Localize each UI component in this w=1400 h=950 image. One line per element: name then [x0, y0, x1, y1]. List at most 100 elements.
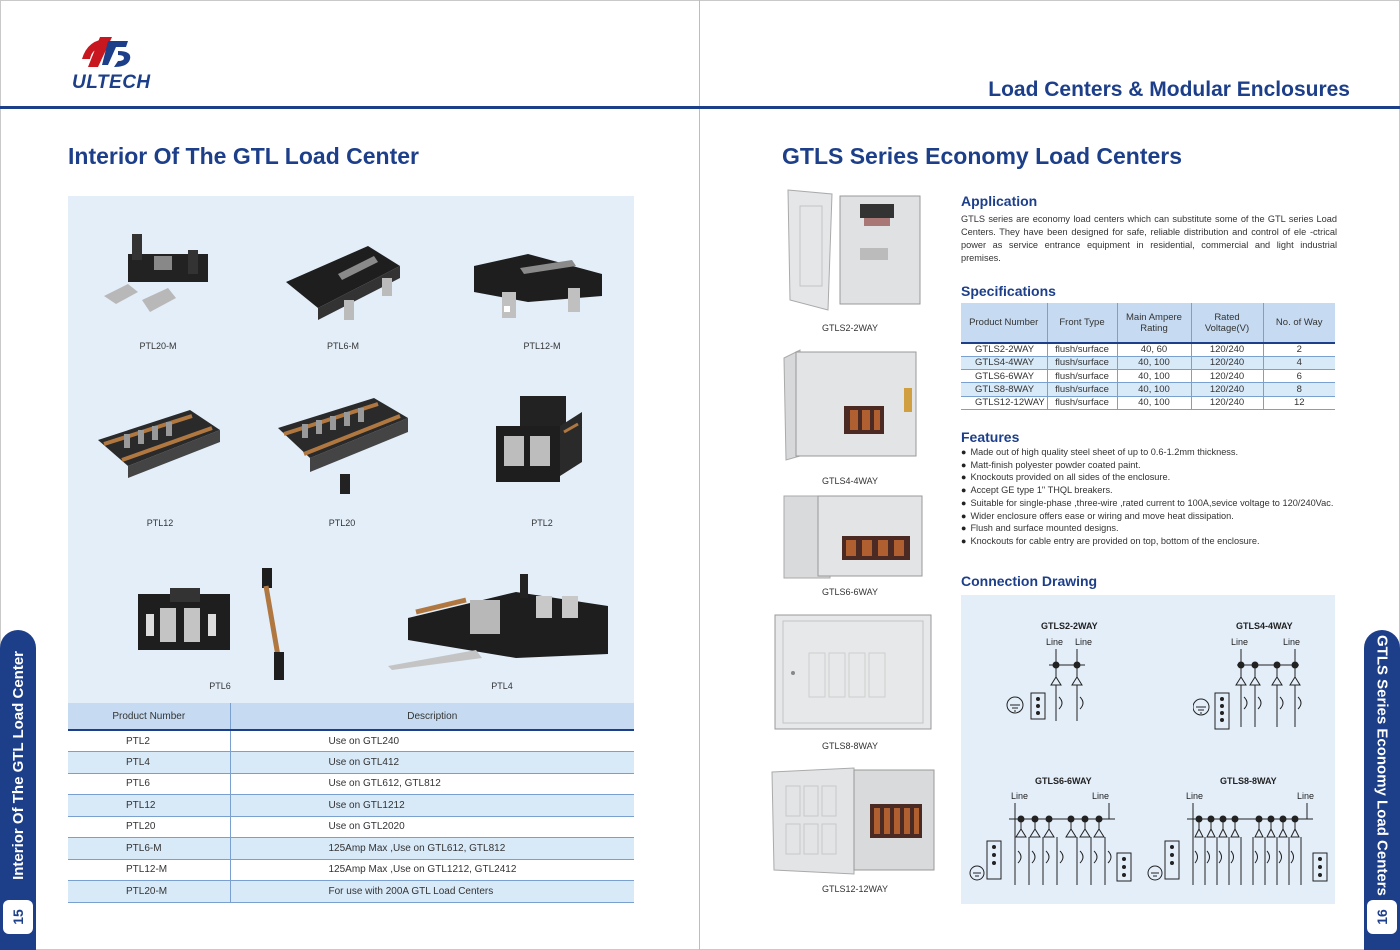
- spec-cell: 120/240: [1191, 356, 1264, 371]
- product-caption: PTL6-M: [326, 341, 359, 351]
- left-side-tab: Interior Of The GTL Load Center: [0, 630, 36, 950]
- table-cell: For use with 200A GTL Load Centers: [230, 880, 634, 903]
- diagram-title: GTLS4-4WAY: [1236, 621, 1293, 631]
- product-caption: PTL20-M: [139, 341, 177, 351]
- ptl2-image: [496, 396, 582, 482]
- enclosure-caption: GTLS2-2WAY: [821, 323, 878, 333]
- table-cell: PTL12: [68, 794, 231, 817]
- spec-cell: 12: [1263, 396, 1335, 410]
- ptl6-m-image: [286, 246, 400, 320]
- spec-cell: GTLS12-12WAY: [961, 396, 1048, 410]
- right-page-title: GTLS Series Economy Load Centers: [782, 143, 1183, 169]
- line-label: Line: [1046, 637, 1064, 647]
- spec-cell: 120/240: [1191, 382, 1264, 397]
- right-side-tab: GTLS Series Economy Load Centers: [1364, 630, 1400, 950]
- spec-cell: GTLS4-4WAY: [961, 356, 1048, 371]
- product-caption: PTL12-M: [523, 341, 561, 351]
- spec-cell: 120/240: [1191, 396, 1264, 410]
- table-cell: Use on GTL240: [230, 730, 634, 752]
- table-cell: Use on GTL412: [230, 751, 634, 774]
- gtls2-wiring-diagram: [1006, 649, 1085, 721]
- product-caption: PTL2: [531, 518, 553, 528]
- spec-cell: 40, 100: [1117, 382, 1192, 397]
- ptl12-m-image: [474, 254, 602, 318]
- logo-text: ULTECH: [72, 72, 151, 93]
- connection-heading: Connection Drawing: [961, 573, 1098, 589]
- table-cell: PTL12-M: [68, 859, 231, 881]
- table-cell: PTL20: [68, 816, 231, 838]
- gtls4-wiring-diagram: [1193, 649, 1302, 730]
- gtls6-6way-image: [783, 495, 923, 579]
- side-tab-label: Interior Of The GTL Load Center: [9, 650, 27, 880]
- spec-cell: GTLS8-8WAY: [961, 382, 1048, 397]
- features-heading: Features: [961, 429, 1020, 445]
- gtls8-8way-image: [774, 614, 932, 730]
- diagram-title: GTLS2-2WAY: [1041, 621, 1098, 631]
- table-cell: 125Amp Max ,Use on GTL612, GTL812: [230, 837, 634, 860]
- feature-item: Matt-finish polyester powder coated pain…: [961, 459, 1333, 472]
- table-cell: PTL2: [68, 730, 231, 752]
- spec-cell: flush/surface: [1047, 356, 1118, 371]
- feature-item: Knockouts for cable entry are provided o…: [961, 535, 1333, 548]
- product-caption: PTL4: [491, 681, 513, 691]
- diagram-title: GTLS8-8WAY: [1220, 776, 1277, 786]
- application-text: GTLS series are economy load centers whi…: [961, 214, 1337, 263]
- neutral-bar-image: [262, 568, 284, 680]
- feature-item: Made out of high quality steel sheet of …: [961, 446, 1333, 459]
- product-caption: PTL12: [146, 518, 174, 528]
- table-cell: 125Amp Max ,Use on GTL1212, GTL2412: [230, 859, 634, 881]
- gtls4-4way-image: [783, 349, 917, 461]
- spec-cell: GTLS2-2WAY: [961, 343, 1048, 357]
- line-label: Line: [1297, 791, 1315, 801]
- spec-header: Front Type: [1047, 303, 1118, 344]
- left-page-title: Interior Of The GTL Load Center: [68, 143, 419, 169]
- specifications-table: Product Number Front Type Main Ampere Ra…: [961, 303, 1335, 410]
- ptl20-image: [278, 398, 408, 494]
- spec-cell: flush/surface: [1047, 343, 1118, 357]
- spec-header: Main Ampere Rating: [1117, 303, 1192, 344]
- specifications-heading: Specifications: [961, 283, 1056, 299]
- ultech-logo-icon: [82, 37, 131, 67]
- ptl12-image: [98, 410, 220, 478]
- gtls6-wiring-diagram: [969, 803, 1132, 885]
- feature-item: Accept GE type 1" THQL breakers.: [961, 484, 1333, 497]
- spec-cell: 8: [1263, 382, 1335, 397]
- spec-cell: 120/240: [1191, 343, 1264, 357]
- header-rule: [0, 106, 1400, 109]
- spec-cell: flush/surface: [1047, 382, 1118, 397]
- spec-header: No. of Way: [1263, 303, 1335, 344]
- spec-cell: 40, 100: [1117, 369, 1192, 384]
- feature-item: Flush and surface mounted designs.: [961, 522, 1333, 535]
- line-label: Line: [1231, 637, 1249, 647]
- diagram-title: GTLS6-6WAY: [1035, 776, 1092, 786]
- spec-cell: flush/surface: [1047, 396, 1118, 410]
- header-title: Load Centers & Modular Enclosures: [988, 78, 1350, 101]
- table-cell: Use on GTL1212: [230, 794, 634, 817]
- ptl6-image: [138, 588, 230, 650]
- products-panel: PTL20-M PTL6-M PTL12-M PTL12 PTL20: [68, 196, 634, 704]
- table-cell: PTL20-M: [68, 880, 231, 903]
- table-cell: PTL4: [68, 751, 231, 774]
- connection-drawing-panel: GTLS2-2WAY Line Line GTLS4-4WAY Line Lin…: [961, 595, 1335, 904]
- table-header: Description: [230, 703, 634, 731]
- line-label: Line: [1283, 637, 1301, 647]
- spec-cell: 40, 100: [1117, 356, 1192, 371]
- product-caption: PTL20: [328, 518, 356, 528]
- spec-cell: GTLS6-6WAY: [961, 369, 1048, 384]
- table-cell: PTL6-M: [68, 837, 231, 860]
- spec-cell: 2: [1263, 343, 1335, 357]
- table-cell: PTL6: [68, 773, 231, 795]
- spec-cell: 4: [1263, 356, 1335, 371]
- line-label: Line: [1011, 791, 1029, 801]
- line-label: Line: [1186, 791, 1204, 801]
